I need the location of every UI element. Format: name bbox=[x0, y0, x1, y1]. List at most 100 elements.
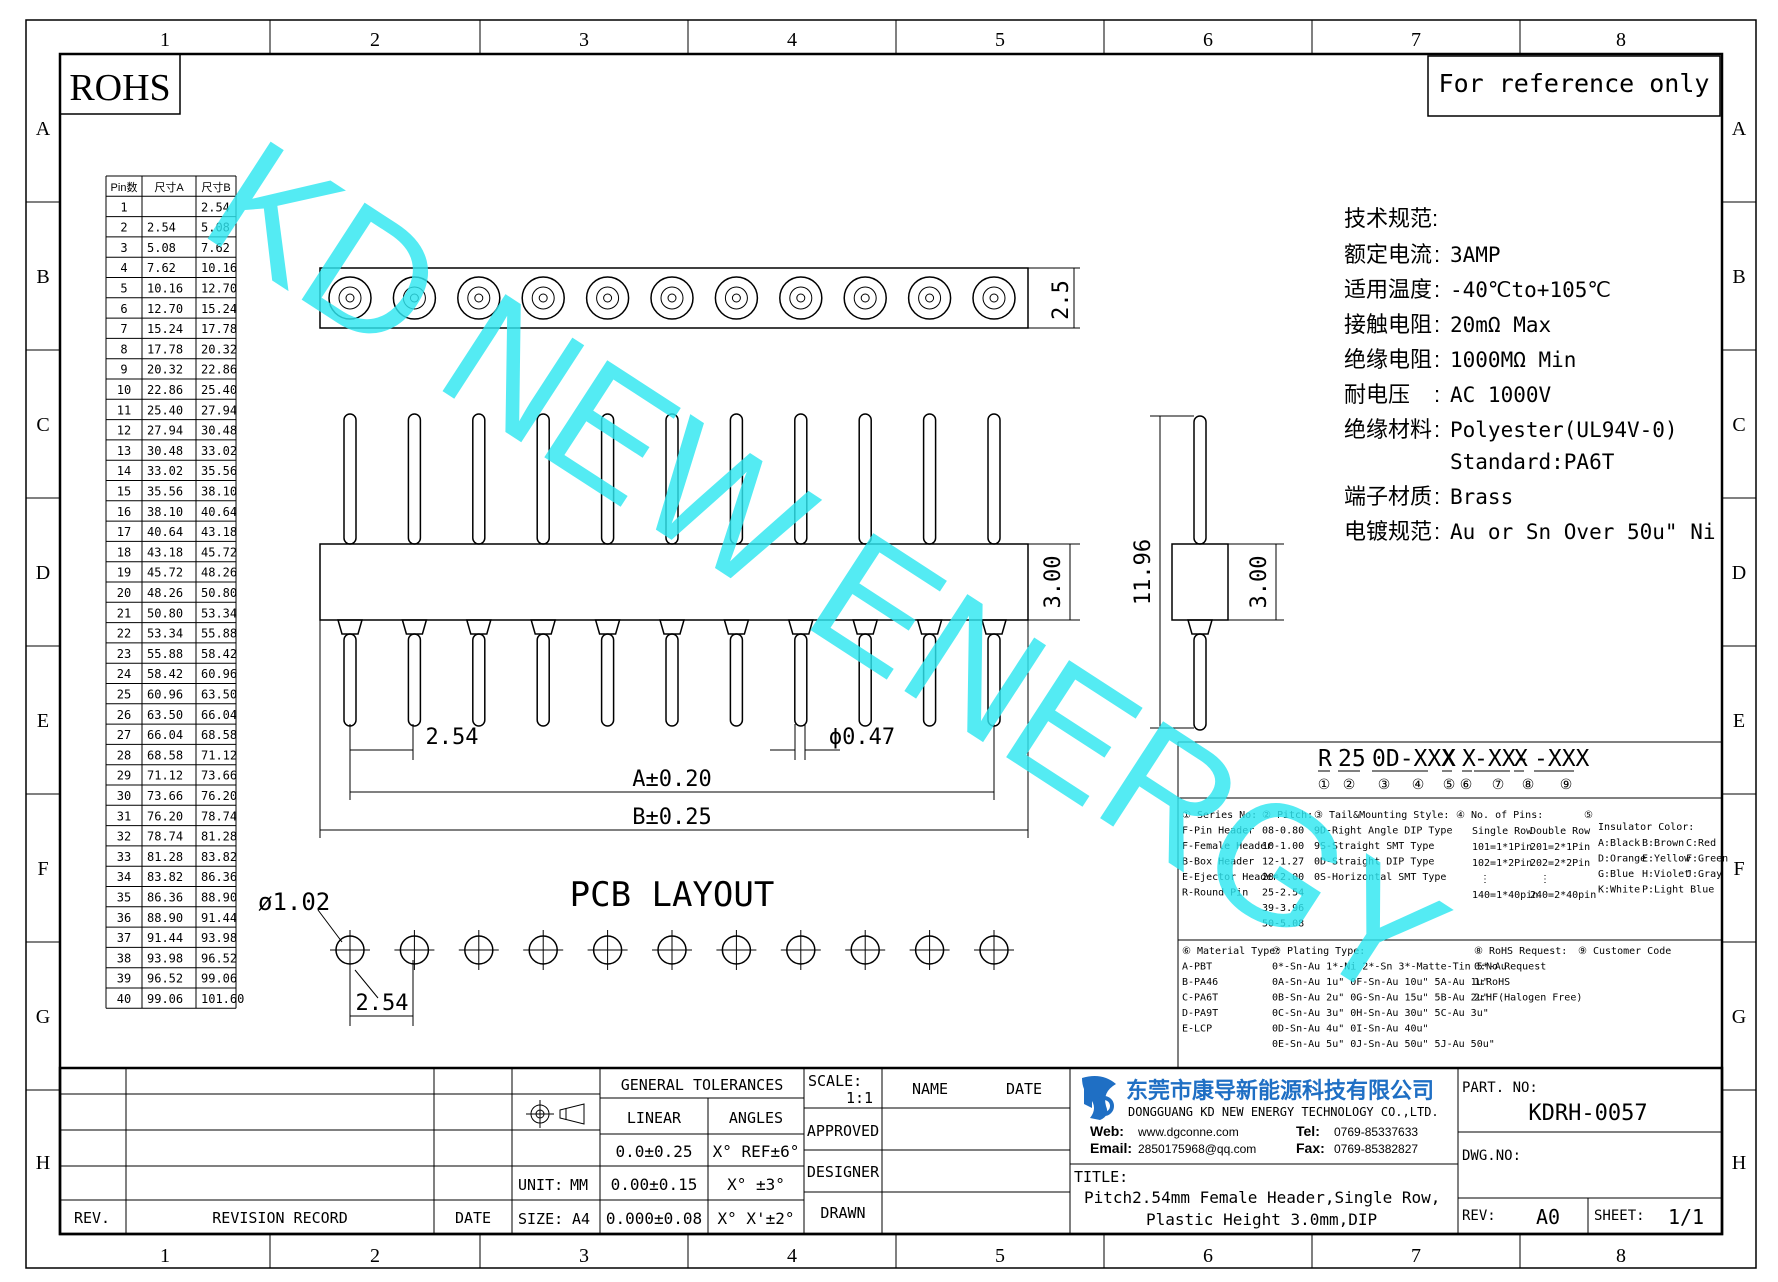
dim-b-value: 12.70 bbox=[201, 282, 237, 296]
top-view-contact bbox=[972, 276, 1016, 320]
series-note: F-Pin Header bbox=[1182, 826, 1254, 837]
pin-count: 18 bbox=[117, 545, 131, 559]
frame-row-left-C: C bbox=[36, 414, 49, 436]
pcb-hole bbox=[716, 930, 757, 970]
header-pin bbox=[337, 413, 363, 727]
plating-note: 0E-Sn-Au 5u" 0J-Sn-Au 50u" 5J-Au 50u" bbox=[1272, 1039, 1495, 1050]
dim-a-value: 76.20 bbox=[147, 809, 183, 823]
dim-b-value: 73.66 bbox=[201, 769, 237, 783]
part-code-segment: X bbox=[1514, 746, 1528, 772]
pin-table-header: 尺寸A bbox=[154, 180, 184, 194]
pcb-hole-diameter: ø1.02 bbox=[258, 888, 330, 916]
frame-col-bottom-2: 2 bbox=[370, 1245, 380, 1267]
reference-box bbox=[1427, 55, 1721, 117]
dim-b-value: 15.24 bbox=[201, 302, 237, 316]
dim-total-height: 11.96 bbox=[1131, 539, 1156, 605]
pins-note: 140=1*40pin bbox=[1472, 890, 1538, 901]
spec-key: 绝缘材料 bbox=[1344, 417, 1432, 442]
top-view-contact bbox=[714, 276, 759, 320]
title-block: REV. REVISION RECORD DATE GENERAL TOLERA… bbox=[58, 1066, 1724, 1236]
header-pin bbox=[787, 413, 814, 727]
pin-count: 28 bbox=[117, 748, 131, 762]
frame-col-top-1: 1 bbox=[160, 29, 170, 51]
part-code-marker: ⑤ bbox=[1443, 776, 1456, 792]
dim-b-value: 22.86 bbox=[201, 363, 237, 377]
tb-general-tolerances: GENERAL TOLERANCES bbox=[621, 1076, 784, 1094]
plating-note: 0B-Sn-Au 2u" 0G-Sn-Au 15u" 5B-Au 2u" bbox=[1272, 993, 1489, 1004]
dim-pitch: 2.54 bbox=[426, 725, 479, 750]
dim-a-value: 55.88 bbox=[147, 647, 183, 661]
rohs-note: 2:HF(Halogen Free) bbox=[1474, 993, 1582, 1004]
dim-b-value: 25.40 bbox=[201, 383, 237, 397]
tb-tel: 0769-85337633 bbox=[1334, 1125, 1418, 1139]
pin-count: 36 bbox=[117, 911, 131, 925]
pin-count: 13 bbox=[117, 444, 131, 458]
header-pin bbox=[401, 413, 428, 727]
tb-name: NAME bbox=[912, 1080, 948, 1098]
pcb-hole bbox=[458, 930, 499, 970]
frame-col-top-8: 8 bbox=[1616, 29, 1626, 51]
customer-note: ⑨ Customer Code bbox=[1578, 946, 1671, 957]
pitch-note: 10-1.00 bbox=[1262, 841, 1304, 852]
frame-col-top-3: 3 bbox=[579, 29, 589, 51]
spec-value: 20mΩ Max bbox=[1450, 313, 1551, 337]
pin-count: 10 bbox=[117, 383, 131, 397]
tb-linear: LINEAR bbox=[627, 1109, 682, 1127]
dim-b-value: 63.50 bbox=[201, 688, 237, 702]
material-note: B-PA46 bbox=[1182, 977, 1218, 988]
dim-b-value: 10.16 bbox=[201, 261, 237, 275]
dim-b-value: 71.12 bbox=[201, 748, 237, 762]
tb-approved: APPROVED bbox=[807, 1122, 879, 1140]
pin-count: 37 bbox=[117, 931, 131, 945]
insulator-note: K:White bbox=[1598, 885, 1640, 896]
top-view-contact bbox=[779, 276, 823, 320]
pin-count: 8 bbox=[120, 342, 127, 356]
pitch-note: 12-1.27 bbox=[1262, 857, 1304, 868]
pin-count: 11 bbox=[117, 403, 131, 417]
dim-b-value: 91.44 bbox=[201, 911, 237, 925]
plating-note: 0D-Sn-Au 4u" 0I-Sn-Au 40u" bbox=[1272, 1024, 1429, 1035]
header-pin bbox=[852, 413, 879, 727]
spec-value: Polyester(UL94V-0) bbox=[1450, 418, 1678, 442]
spec-value: Au or Sn Over 50u" Ni bbox=[1450, 520, 1716, 544]
tail-note: ③ Tail&Mounting Style: bbox=[1314, 810, 1449, 821]
dim-b-value: 30.48 bbox=[201, 424, 237, 438]
top-view-contact bbox=[843, 276, 887, 320]
dim-a-value: 22.86 bbox=[147, 383, 183, 397]
reference-label: For reference only bbox=[1439, 69, 1710, 98]
series-note: E-Ejector Header bbox=[1182, 872, 1278, 883]
insulator-note: J:Gray bbox=[1686, 869, 1722, 880]
dim-b-value: 60.96 bbox=[201, 667, 237, 681]
dim-a-value: 83.82 bbox=[147, 870, 183, 884]
pcb-hole bbox=[974, 930, 1014, 970]
part-code-segment: X bbox=[1462, 746, 1476, 772]
pitch-note: 20-2.00 bbox=[1262, 872, 1304, 883]
dim-a-value: 17.78 bbox=[147, 342, 183, 356]
frame-col-bottom-1: 1 bbox=[160, 1245, 170, 1267]
spec-value: 1000MΩ Min bbox=[1450, 348, 1576, 372]
side-pin-upper bbox=[1193, 415, 1207, 545]
pin-count: 5 bbox=[120, 282, 127, 296]
dim-b-value: 68.58 bbox=[201, 728, 237, 742]
frame-col-top-7: 7 bbox=[1411, 29, 1421, 51]
pin-count: 20 bbox=[117, 586, 131, 600]
frame-row-left-D: D bbox=[36, 562, 50, 584]
insulator-note: F:Green bbox=[1686, 854, 1728, 865]
pin-table-header: Pin数 bbox=[111, 181, 138, 194]
frame-row-right-F: F bbox=[1733, 858, 1744, 880]
pin-count: 4 bbox=[120, 261, 127, 275]
pcb-hole bbox=[909, 930, 950, 970]
watermark: KD NEW ENERGY bbox=[177, 104, 1477, 1040]
plating-note: ⑦ Plating Type: bbox=[1272, 946, 1365, 957]
tb-sheet: 1/1 bbox=[1668, 1205, 1704, 1229]
dim-a-value: 88.90 bbox=[147, 911, 183, 925]
dim-a-value: 48.26 bbox=[147, 586, 183, 600]
part-code-marker: ④ bbox=[1412, 776, 1425, 792]
tb-web: www.dgconne.com bbox=[1137, 1125, 1239, 1139]
part-code-marker: ⑥ bbox=[1460, 776, 1473, 792]
dim-b-value: 101.60 bbox=[201, 992, 244, 1006]
dim-b-value: 50.80 bbox=[201, 586, 237, 600]
spec-colon: : bbox=[1434, 417, 1440, 442]
pin-count: 9 bbox=[120, 363, 127, 377]
